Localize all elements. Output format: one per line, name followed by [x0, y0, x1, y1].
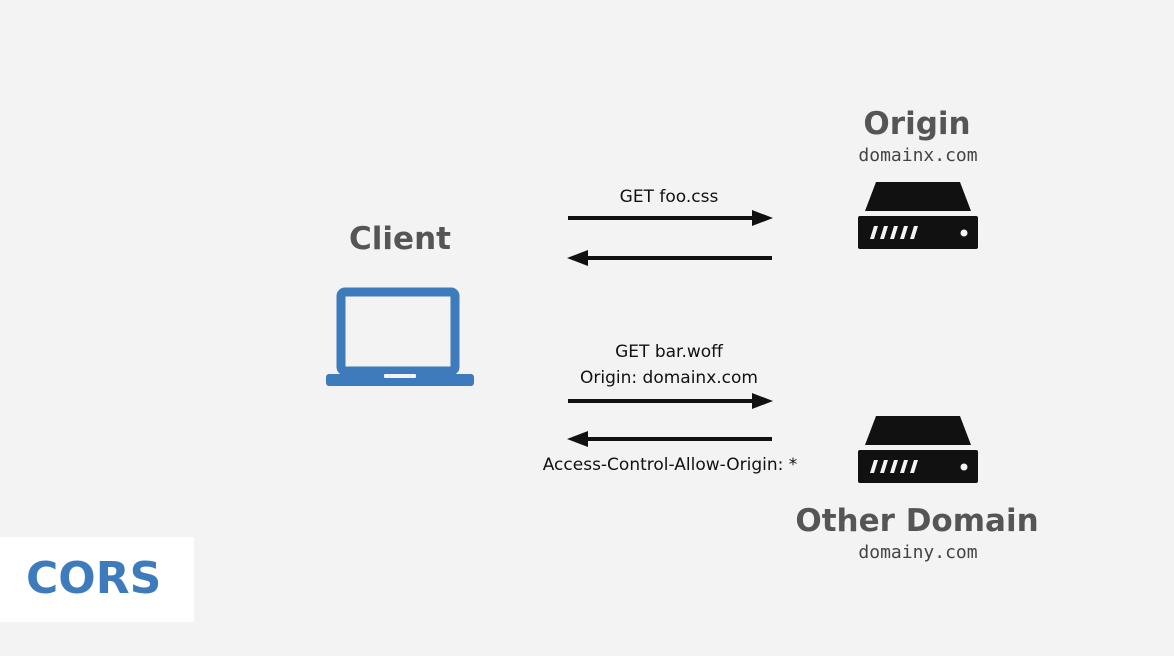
second-response-label: Access-Control-Allow-Origin: * [542, 455, 798, 475]
first-request-label: GET foo.css [619, 187, 719, 207]
origin-label: Origin [863, 106, 971, 142]
other-domain-domain: domainy.com [858, 542, 978, 563]
second-request-line2: Origin: domainx.com [580, 368, 758, 388]
title-badge: CORS [0, 537, 194, 622]
response-arrow-left [567, 431, 772, 447]
other-domain-label: Other Domain [795, 503, 1039, 539]
response-arrow-left [567, 250, 772, 266]
client-label: Client [349, 221, 451, 257]
server-icon [858, 416, 978, 483]
request-arrow-right [568, 393, 773, 409]
server-icon [858, 182, 978, 249]
laptop-icon [326, 287, 474, 386]
second-request-line1: GET bar.woff [615, 342, 723, 362]
diagram-title: CORS [26, 553, 162, 604]
origin-domain: domainx.com [858, 145, 978, 166]
request-arrow-right [568, 210, 773, 226]
